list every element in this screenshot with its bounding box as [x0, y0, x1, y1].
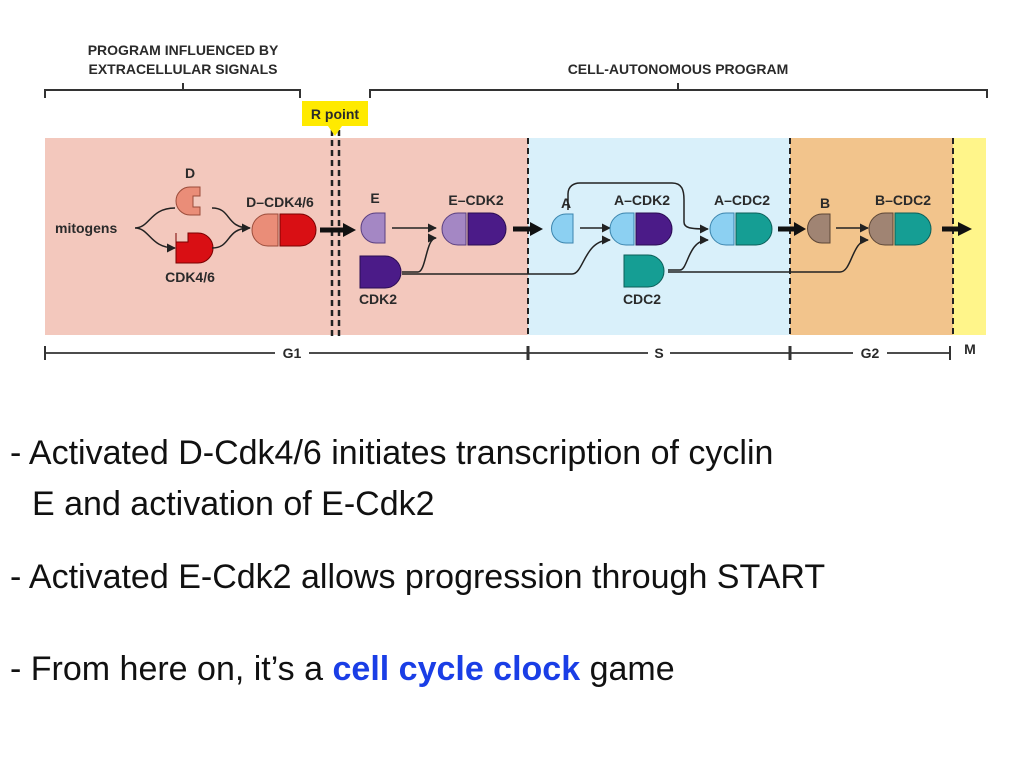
bullet-1-line-2: E and activation of E-Cdk2 [32, 485, 435, 523]
E-CDK2-cyclin [441, 212, 467, 246]
E-label: E [370, 190, 379, 206]
CDC2-label: CDC2 [623, 291, 661, 307]
B-CDC2-cyclin [868, 212, 894, 246]
bullet-3-prefix: - From here on, it’s a [10, 650, 333, 688]
bullet-2-text: - Activated E-Cdk2 allows progression th… [10, 558, 826, 596]
cdc2-long-arrow [668, 235, 869, 273]
E-CDK2-cdk [467, 212, 507, 246]
cyclin-E-shape [360, 212, 386, 244]
A-CDK2-cdk [635, 212, 673, 246]
CDK2-label: CDK2 [359, 291, 397, 307]
cdk46-shape [175, 232, 214, 264]
A-CDK2-label: A–CDK2 [614, 192, 670, 208]
A-CDC2-cyclin [709, 212, 735, 246]
A-CDK2-cyclin [609, 212, 635, 246]
header-right-bracket [369, 83, 988, 98]
header-left-line1: PROGRAM INFLUENCED BY [88, 42, 279, 58]
S-label: S [654, 345, 663, 361]
mitogens-label: mitogens [55, 220, 117, 236]
A-CDC2-label: A–CDC2 [714, 192, 770, 208]
E-CDK2-label: E–CDK2 [448, 192, 503, 208]
mitogens-arrows [134, 207, 175, 248]
A-CDC2-cdk [735, 212, 773, 246]
cyclin-B-shape [807, 213, 831, 244]
D-label: D [185, 165, 195, 181]
D-CDK46-cyclin [251, 213, 279, 247]
cdc2-shape [623, 254, 665, 288]
cell-cycle-clock-highlight: cell cycle clock [332, 650, 581, 688]
B-label: B [820, 195, 830, 211]
bullet-1-line-1: - Activated D-Cdk4/6 initiates transcrip… [10, 434, 774, 472]
r-point-box [302, 101, 368, 126]
cell-cycle-diagram: PROGRAM INFLUENCED BY EXTRACELLULAR SIGN… [44, 42, 988, 361]
header-left-line2: EXTRACELLULAR SIGNALS [89, 61, 278, 77]
header-left-bracket [44, 83, 301, 98]
bullet-3-suffix: game [580, 650, 675, 688]
bullet-3: - From here on, it’s a cell cycle clock … [10, 644, 675, 695]
G1-label: G1 [283, 345, 302, 361]
header-right: CELL-AUTONOMOUS PROGRAM [568, 61, 789, 77]
cdk2-long-arrow [402, 235, 611, 275]
B-CDC2-label: B–CDC2 [875, 192, 931, 208]
A-label: A [561, 195, 571, 211]
A-to-A-CDC2-arc [567, 182, 709, 234]
r-point-label: R point [311, 106, 360, 122]
bullet-2: - Activated E-Cdk2 allows progression th… [10, 552, 825, 603]
D-CDK46-cdk [279, 213, 317, 247]
cyclin-A-shape [551, 213, 574, 244]
B-CDC2-cdk [894, 212, 932, 246]
CDK46-label: CDK4/6 [165, 269, 215, 285]
m-band [953, 138, 986, 335]
cdk2-shape [359, 255, 402, 289]
cyclin-D-shape [175, 186, 201, 216]
bullet-1: - Activated D-Cdk4/6 initiates transcrip… [10, 428, 773, 530]
M-label: M [964, 341, 976, 357]
G2-label: G2 [861, 345, 880, 361]
D-CDK46-label: D–CDK4/6 [246, 194, 314, 210]
